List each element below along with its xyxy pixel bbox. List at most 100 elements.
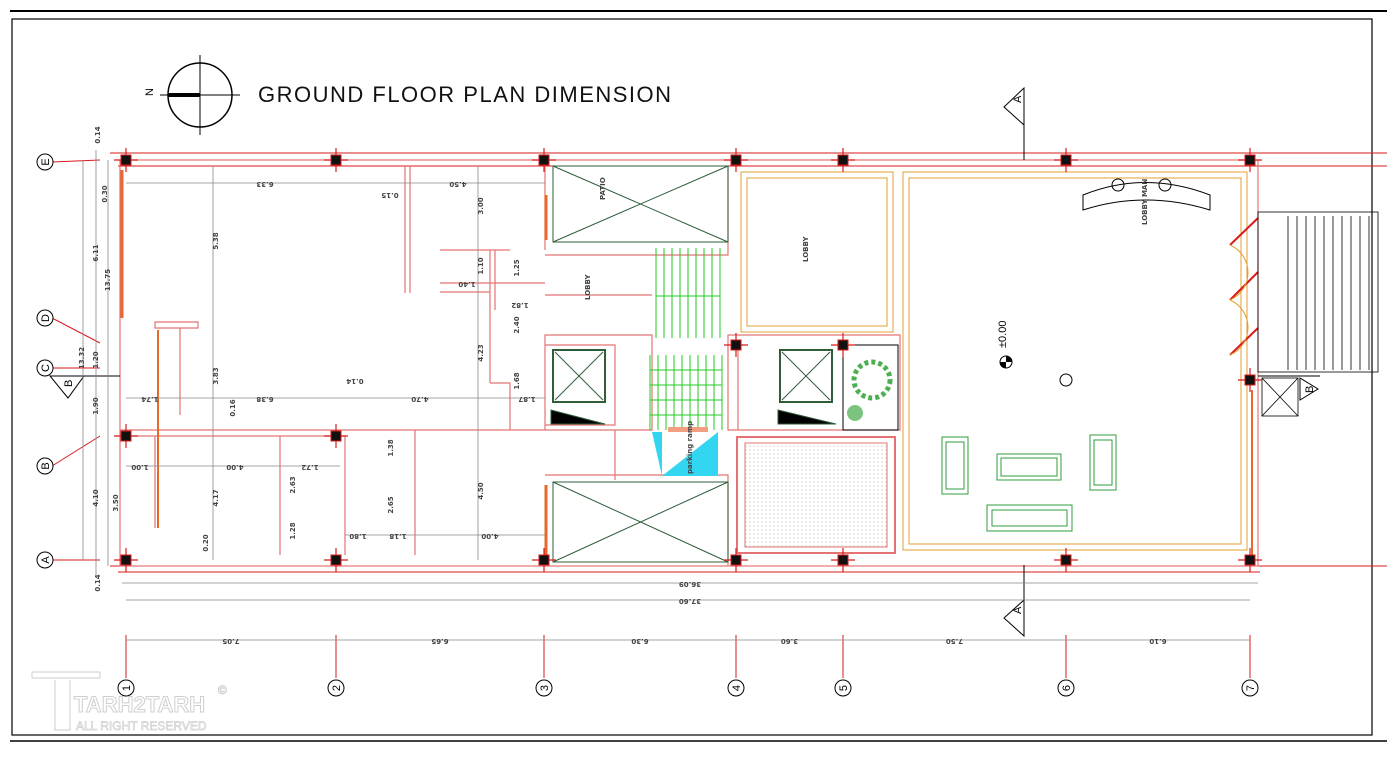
column-spacing-dim: 6.10 [1149, 637, 1166, 645]
left-dim: 13.75 [104, 269, 112, 291]
section-marker-b-right: B [1258, 375, 1320, 401]
structural-columns [114, 148, 1262, 572]
interior-dim: 1.18 [389, 532, 406, 540]
drawing-frame [10, 10, 1387, 742]
interior-dim: 2.65 [387, 496, 395, 513]
interior-dim: 1.00 [131, 463, 148, 471]
svg-text:A: A [1012, 606, 1024, 614]
left-dim: 4.10 [92, 489, 100, 506]
structural-column [330, 154, 342, 166]
room-label-patio: PATIO [599, 177, 607, 200]
dimension-annotations: 7.05 6.65 6.30 3.60 7.50 6.10 36.09 37.60 0.14 0.… [78, 126, 1258, 645]
column-spacing-dim: 3.60 [781, 637, 798, 645]
elevator-icon [550, 349, 837, 425]
structural-column [837, 339, 849, 351]
furniture-sofas [941, 434, 1117, 532]
interior-dim: 2.40 [513, 316, 521, 333]
room-label-parking-ramp: parking ramp [686, 421, 694, 474]
interior-dim: 0.14 [346, 377, 363, 385]
grid-column-label: 6 [1061, 685, 1073, 691]
interior-dim: 4.50 [477, 482, 485, 499]
grid-bubble [117, 679, 135, 697]
interior-dim: 1.82 [511, 301, 528, 309]
interior-dim: 1.25 [513, 259, 521, 276]
structural-column [330, 430, 342, 442]
structural-column [538, 154, 550, 166]
structural-column [1244, 154, 1256, 166]
svg-text:B: B [1304, 386, 1316, 393]
structural-column [837, 554, 849, 566]
grid-bubble [327, 679, 345, 697]
interior-dim: 2.63 [289, 476, 297, 493]
section-marker-a-bottom: A [1003, 565, 1025, 638]
structural-column [120, 554, 132, 566]
interior-dim: 1.72 [301, 463, 318, 471]
interior-dim: 1.68 [513, 372, 521, 389]
grid-bubble [36, 359, 54, 377]
interior-dim: 4.50 [449, 180, 466, 188]
column-spacing-dim: 6.65 [431, 637, 448, 645]
north-arrow-icon: N [144, 55, 240, 135]
planter [736, 344, 899, 554]
grid-column-label: 7 [1245, 685, 1257, 691]
overall-dim: 37.60 [679, 597, 701, 605]
interior-dim: 4.00 [226, 463, 243, 471]
grid-bubble [36, 153, 54, 171]
structural-column [730, 554, 742, 566]
level-marker-icon [999, 355, 1073, 387]
interior-dim: 3.00 [477, 197, 485, 214]
grid-line [51, 159, 101, 163]
left-dim: 3.50 [112, 494, 120, 511]
interior-dim: 1.87 [518, 395, 535, 403]
room-label-lobby-man: LOBBY MAN [1141, 179, 1149, 225]
grid-bubble [727, 679, 745, 697]
structural-column [730, 339, 742, 351]
structural-column [1060, 554, 1072, 566]
entrance-doors [1229, 217, 1259, 356]
page-title: GROUND FLOOR PLAN DIMENSION [258, 82, 673, 107]
left-dim: 0.30 [101, 185, 109, 202]
column-spacing-dim: 7.05 [222, 637, 239, 645]
level-label: ±0.00 [997, 321, 1009, 348]
grid-row-label: A [40, 556, 52, 564]
structural-column [330, 554, 342, 566]
left-dim: 1.90 [92, 397, 100, 414]
section-marker-a-top: A [1003, 86, 1025, 160]
overall-dim: 36.09 [679, 580, 701, 588]
grid-column-label: 4 [731, 685, 743, 691]
grid-bubble [36, 457, 54, 475]
grid-column-label: 1 [121, 685, 133, 691]
interior-dim: 5.38 [212, 232, 220, 249]
interior-dim: 0.16 [229, 399, 237, 416]
svg-text:©: © [218, 683, 227, 697]
room-label-lobby: LOBBY [802, 236, 810, 262]
structural-column [538, 554, 550, 566]
interior-dim: 1.10 [477, 257, 485, 274]
ramp [652, 427, 718, 476]
grid-column-label: 5 [838, 685, 850, 691]
interior-dim: 1.80 [349, 532, 366, 540]
grid-column-label: 3 [539, 685, 551, 691]
interior-dim: 1.74 [141, 395, 158, 403]
structural-column [837, 154, 849, 166]
interior-walls [120, 166, 1253, 566]
structural-column [120, 430, 132, 442]
grid-column-label: 2 [331, 685, 343, 691]
grid-bubble [36, 551, 54, 569]
lobby-border [740, 171, 1248, 551]
reception-desk [1082, 178, 1211, 211]
grid-line [51, 435, 101, 467]
stairs [649, 248, 723, 430]
grid-bubble [1057, 679, 1075, 697]
watermark-logo: TARH2TARH ALL RIGHT RESERVED © [31, 671, 227, 733]
column-spacing-dim: 7.50 [946, 637, 963, 645]
column-spacing-dim: 6.30 [631, 637, 648, 645]
interior-dim: 3.83 [212, 367, 220, 384]
interior-dim: 4.00 [481, 532, 498, 540]
svg-text:ALL RIGHT RESERVED: ALL RIGHT RESERVED [76, 719, 207, 733]
interior-dim: 6.33 [256, 180, 273, 188]
north-label: N [144, 88, 156, 96]
left-dim: 0.14 [94, 574, 102, 591]
grid-line [51, 317, 101, 344]
interior-dim: 6.38 [256, 395, 273, 403]
